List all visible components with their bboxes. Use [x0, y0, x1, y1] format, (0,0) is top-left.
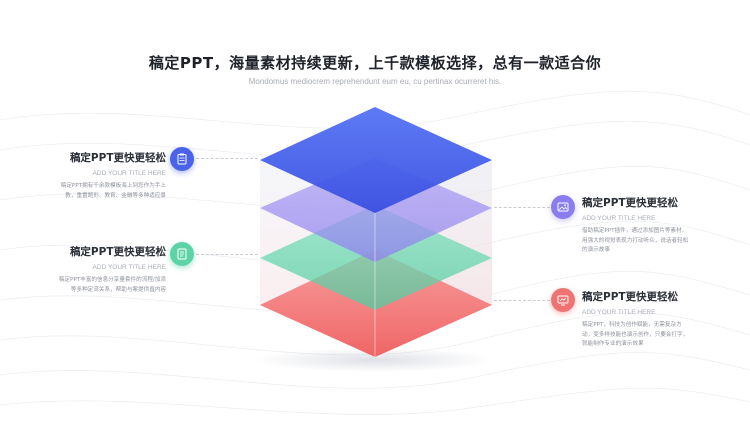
info-title: 稿定PPT更快更轻松 [69, 152, 166, 164]
document-icon [170, 242, 194, 266]
stack-shadow [255, 348, 495, 372]
info-title: 稿定PPT更快更轻松 [582, 197, 679, 209]
info-title: 稿定PPT更快更轻松 [69, 246, 166, 258]
connector-right-2 [494, 300, 550, 301]
info-block-top-left: 稿定PPT更快更轻松 ADD YOUR TITLE HERE 稿定PPT拥有千余… [16, 150, 166, 201]
info-body: 稿定PPT，科技为创作赋能，无需复杂方动，变多样技能也演示创作，只要会打字，就能… [582, 322, 689, 347]
info-body: 借助稿定PPT插件，通过添加图片等素材，用强大的视觉表现力打动听众，说话者轻松的… [582, 228, 689, 253]
picture-icon [551, 195, 575, 219]
info-block-bottom-left: 稿定PPT更快更轻松 ADD YOUR TITLE HERE 稿定PPT丰富的信… [16, 244, 166, 295]
page-subtitle: Mondomus mediocrem reprehendunt eum eu, … [248, 77, 502, 86]
chart-icon [551, 288, 575, 312]
info-body: 稿定PPT拥有千余款模板海上到您作为手上教，重置题形、教育、金融等多种适应景 [60, 183, 166, 199]
info-subtitle: ADD YOUR TITLE HERE [92, 264, 166, 271]
info-title: 稿定PPT更快更轻松 [582, 291, 679, 303]
connector-right-1 [494, 207, 550, 208]
info-body: 稿定PPT丰富的信息分享量套件的流程/加添等多种定流关系，帮助与案提供直内容 [58, 277, 166, 293]
layer-blue [260, 107, 492, 213]
info-subtitle: ADD YOUR TITLE HERE [582, 309, 656, 316]
connector-left-1 [196, 158, 258, 159]
info-block-top-right: 稿定PPT更快更轻松 ADD YOUR TITLE HERE 借助稿定PPT插件… [582, 195, 732, 256]
info-subtitle: ADD YOUR TITLE HERE [582, 215, 656, 222]
info-block-bottom-right: 稿定PPT更快更轻松 ADD YOUR TITLE HERE 稿定PPT，科技为… [582, 289, 732, 350]
page-title: 稿定PPT，海量素材持续更新，上千款模板选择，总有一款适合你 [148, 54, 602, 72]
clipboard-icon [170, 147, 194, 171]
connector-left-2 [196, 254, 258, 255]
info-subtitle: ADD YOUR TITLE HERE [92, 170, 166, 177]
